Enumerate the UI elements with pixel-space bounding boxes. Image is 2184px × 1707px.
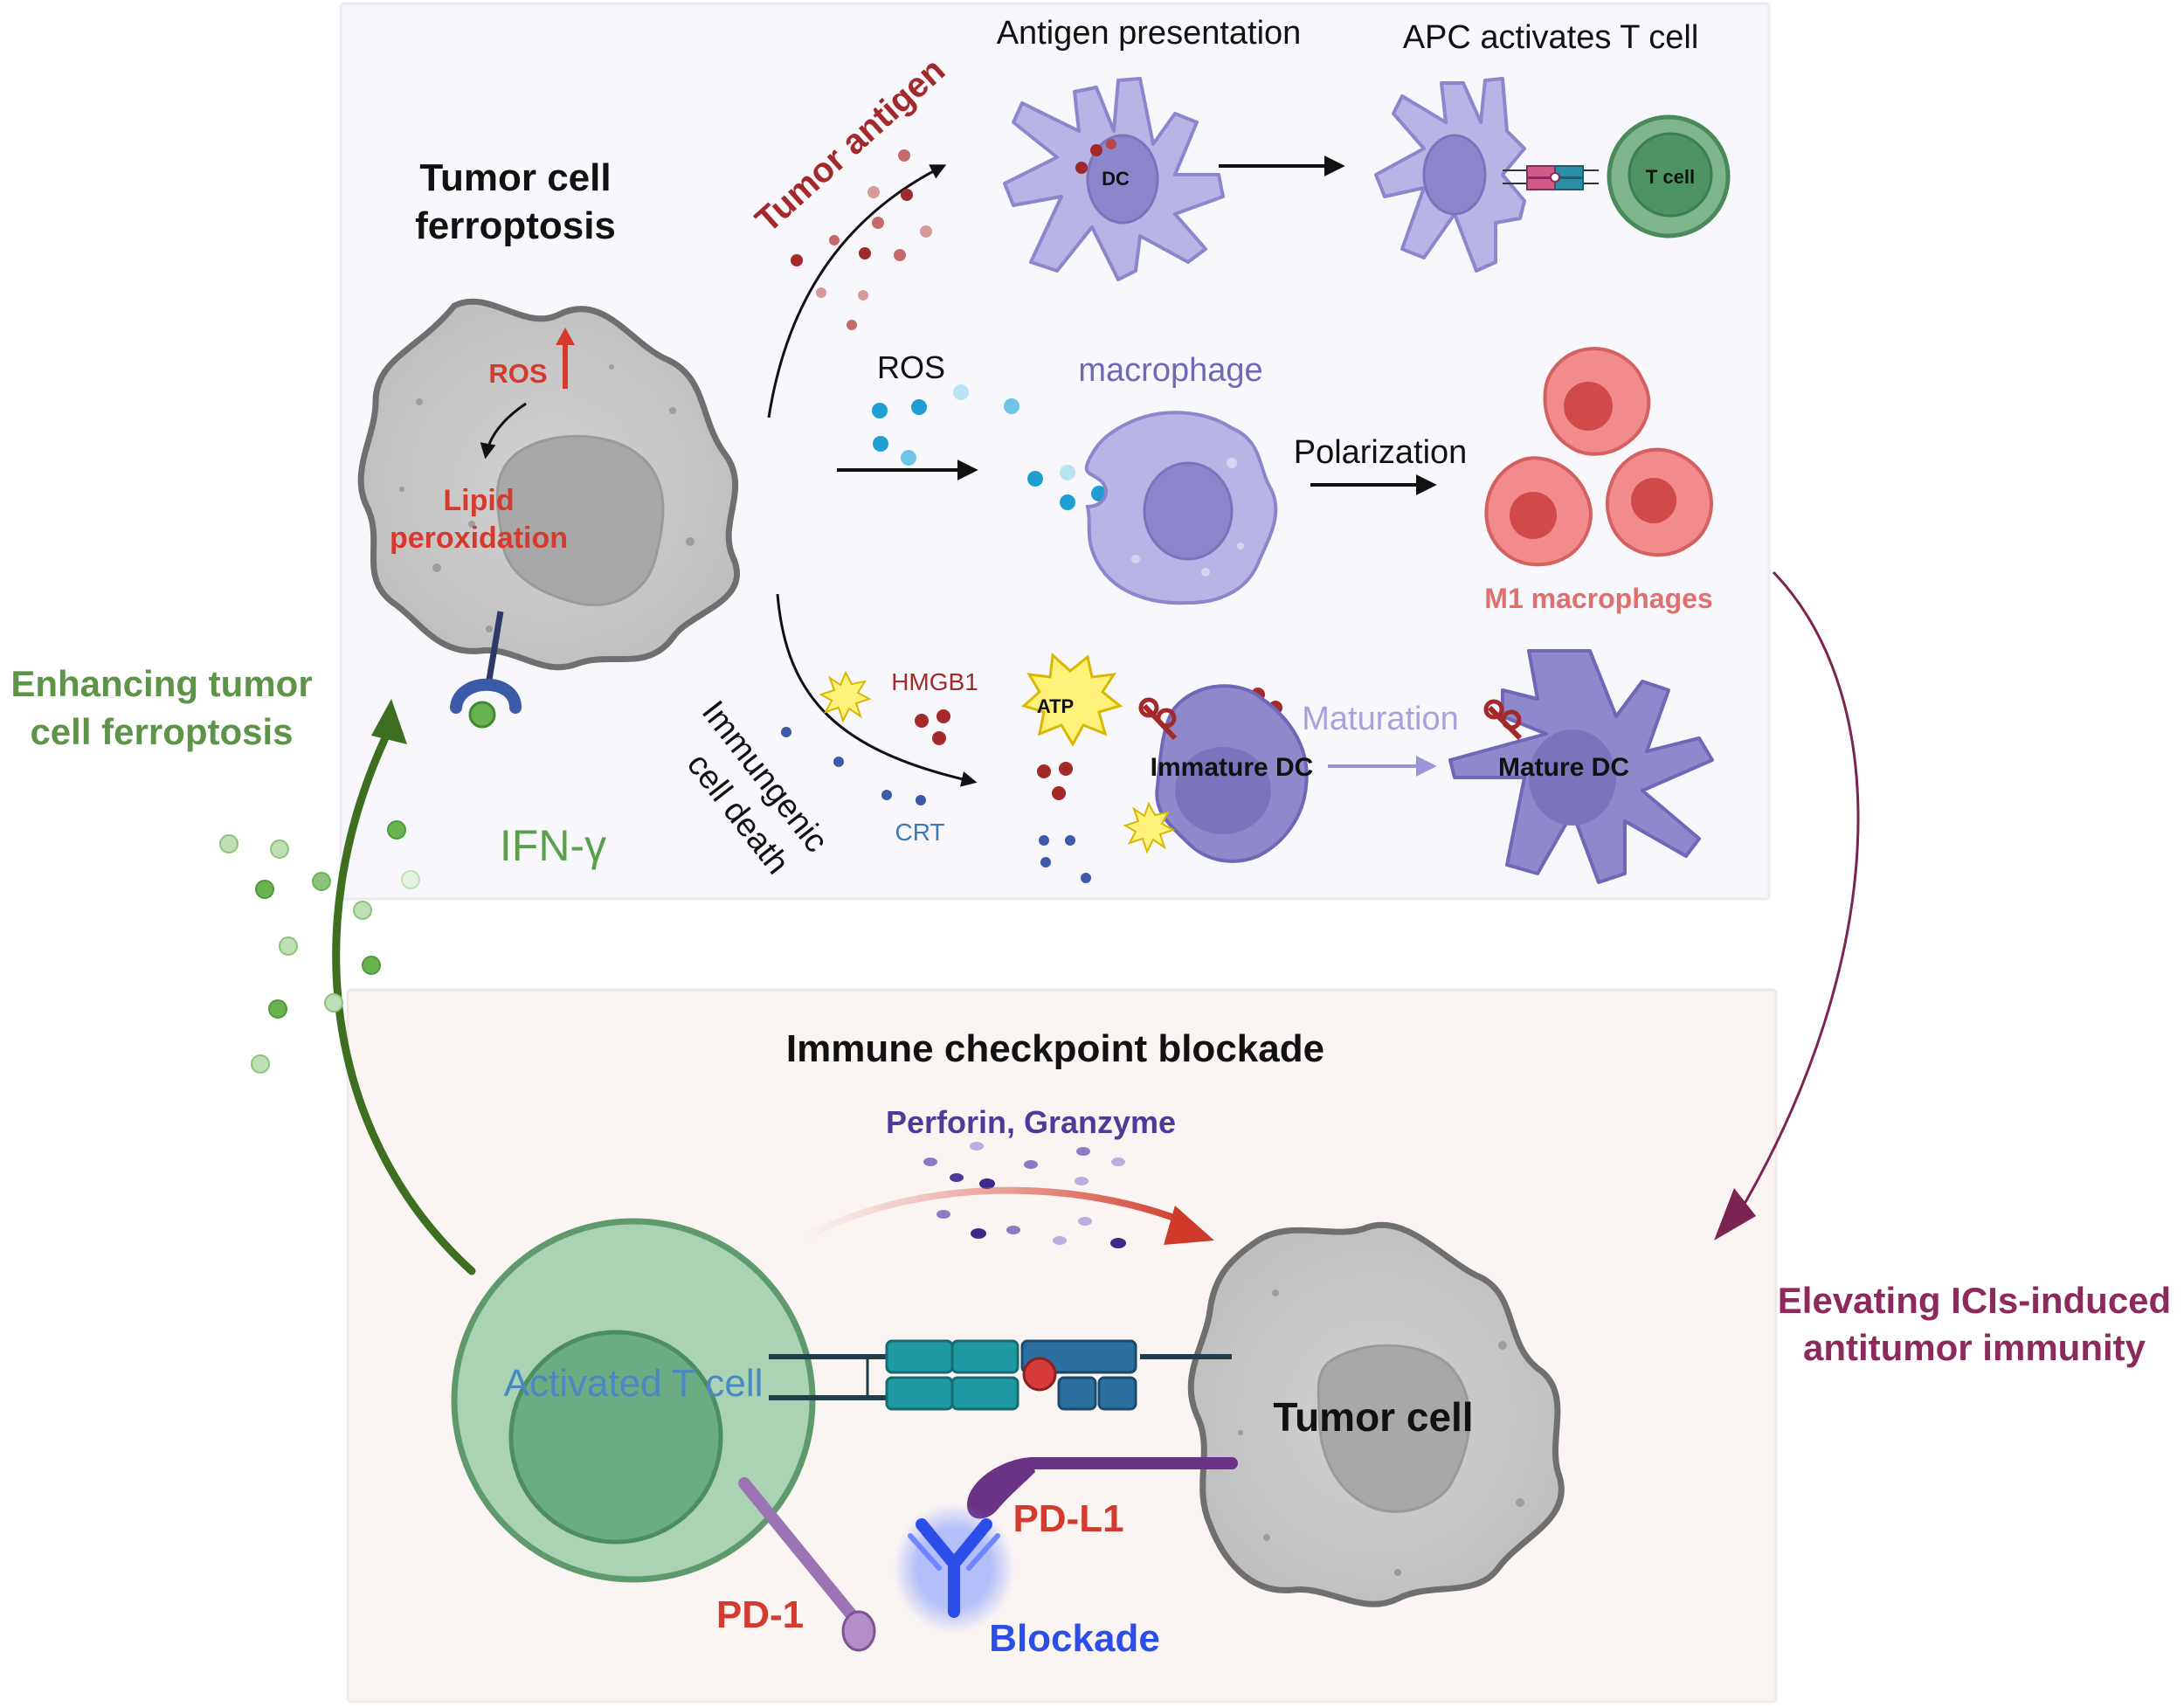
pd1-receptor [738, 1477, 876, 1652]
immature-dc-label: Immature DC [1151, 753, 1314, 782]
ferroptotic-tumor-cell [357, 298, 740, 671]
elevating-arrow [1737, 570, 1860, 1215]
perforin-label: Perforin, Granzyme [886, 1104, 1176, 1140]
tcr-mhc-complex [769, 1339, 1232, 1411]
t-cell-small [1607, 114, 1731, 238]
m1-macrophages [1484, 347, 1713, 567]
mature-dc-label: Mature DC [1498, 753, 1629, 782]
maturation-label: Maturation [1302, 701, 1459, 737]
dendritic-cell [1003, 77, 1225, 281]
receptor-red-immature [1138, 697, 1178, 741]
enhancing-green-arrowhead [371, 699, 407, 744]
ros-to-lipid-arrow [480, 402, 527, 460]
elevating-label-1: Elevating ICIs-induced [1778, 1280, 2171, 1321]
antigen-presentation-label: Antigen presentation [997, 15, 1302, 52]
cytotoxic-arrowhead [1164, 1206, 1214, 1245]
hmgb1-label: HMGB1 [891, 668, 978, 695]
atp-burst [1021, 652, 1123, 748]
enhancing-green-arrow [332, 721, 476, 1275]
tumor-cell-bottom [1187, 1221, 1565, 1607]
t-cell-small-label: T cell [1646, 166, 1695, 188]
ros-up-arrowhead [556, 328, 575, 345]
yellow-burst-1 [819, 670, 872, 723]
tumor-cell-label: Tumor cell [1273, 1394, 1473, 1440]
enhancing-label-1: Enhancing tumor [10, 663, 312, 704]
tumor-antigen-arrow [767, 164, 947, 418]
crt-label: CRT [895, 819, 944, 846]
icd-arrow [776, 593, 978, 787]
lipid-label-2: peroxidation [390, 522, 568, 555]
macrophage-cell [1084, 411, 1278, 605]
ifn-receptor [450, 611, 522, 729]
icb-title: Immune checkpoint blockade [786, 1027, 1324, 1070]
ros-particles [872, 384, 1107, 510]
lipid-label-1: Lipid [443, 484, 514, 517]
m1-macrophages-label: M1 macrophages [1484, 583, 1712, 614]
elevating-arrowhead [1714, 1188, 1756, 1241]
ros-inside-label: ROS [488, 358, 547, 389]
polarization-label: Polarization [1294, 434, 1468, 471]
receptor-red-mature [1483, 699, 1523, 741]
yellow-burst-2 [1123, 801, 1176, 854]
mature-dc [1448, 649, 1714, 884]
cytotoxic-arrow [798, 1186, 1190, 1244]
activated-t-cell [451, 1218, 816, 1583]
dc-label: DC [1102, 168, 1130, 190]
tumor-antigen-particles [791, 149, 1037, 330]
tumor-cell-ferroptosis-title-2: ferroptosis [415, 204, 616, 247]
atp-label: ATP [1037, 695, 1074, 717]
enhancing-label-2: cell ferroptosis [30, 711, 293, 752]
macrophage-label: macrophage [1078, 352, 1262, 389]
activated-t-cell-label: Activated T cell [504, 1362, 764, 1405]
ifn-gamma-label: IFN-γ [500, 821, 606, 870]
blockade-label: Blockade [989, 1617, 1160, 1660]
perforin-particles [923, 1142, 1126, 1248]
tumor-cell-ferroptosis-title-1: Tumor cell [419, 156, 611, 199]
tcr-mhc-complex-small [1503, 165, 1599, 190]
apc-activates-label: APC activates T cell [1403, 19, 1699, 56]
immature-dc [1155, 684, 1309, 863]
pdl1-ligand [967, 1457, 1238, 1519]
ros-release-label: ROS [877, 349, 945, 385]
elevating-label-2: antitumor immunity [1803, 1327, 2146, 1368]
pdl1-label: PD-L1 [1013, 1497, 1123, 1540]
pd1-label: PD-1 [716, 1593, 804, 1636]
blockade-antibody-icon [893, 1503, 1015, 1634]
apc-cell [1374, 77, 1526, 273]
ifn-particles [219, 820, 420, 1074]
